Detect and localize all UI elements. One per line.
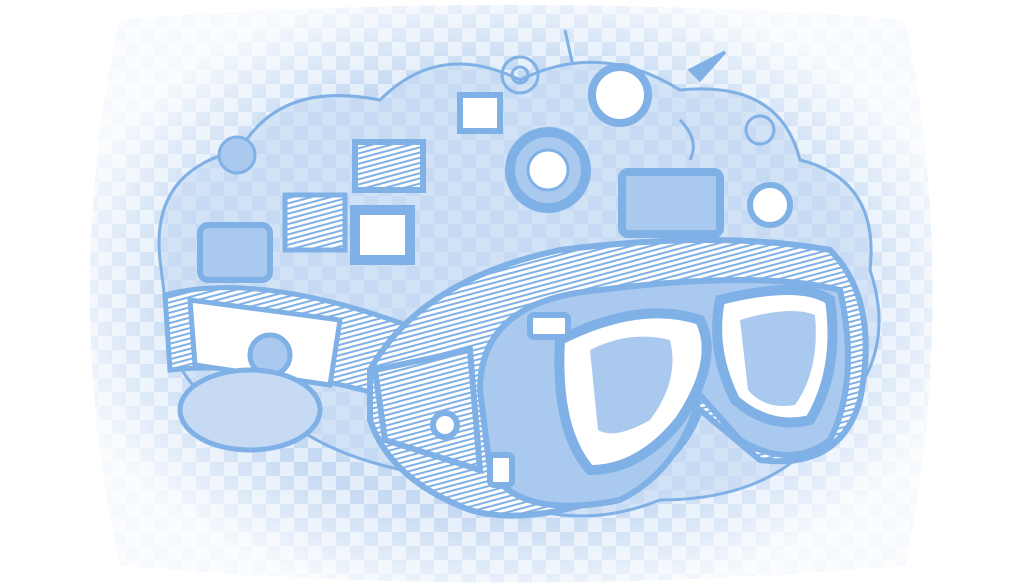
vr-goggles (367, 237, 869, 519)
headset-strap (162, 285, 424, 453)
